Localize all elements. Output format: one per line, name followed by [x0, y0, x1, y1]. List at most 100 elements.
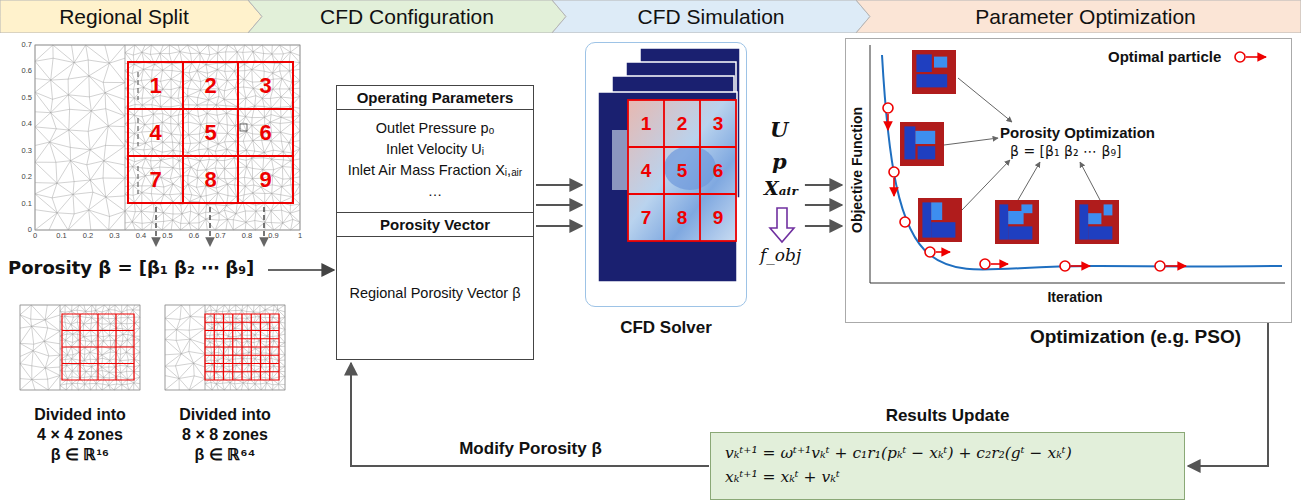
zone-number: 9 [259, 167, 271, 192]
zone-number: 2 [204, 73, 216, 98]
chevron-fill [0, 0, 262, 33]
zone-number: 7 [641, 207, 652, 229]
node-title: Operating Parameters [337, 86, 533, 110]
porosity-zone [904, 126, 915, 159]
stage-chevron: CFD Simulation [552, 0, 870, 33]
axis-tick: 0.5 [22, 94, 32, 103]
connector [351, 363, 709, 466]
zone-number: 6 [259, 120, 271, 145]
axis-tick: 0.4 [22, 120, 32, 129]
axis-tick: 0 [28, 226, 32, 235]
mesh-lines [60, 305, 140, 390]
axis-tick: 0.3 [22, 146, 32, 155]
porosity-zone [918, 146, 936, 159]
stage-chevron: CFD Configuration [248, 0, 566, 33]
zone-number: 7 [149, 167, 161, 192]
mesh-lines [165, 305, 205, 390]
node-title: CFD Configuration [264, 0, 550, 33]
axis-tick: 0.2 [22, 173, 32, 182]
node-text: vₖᵗ⁺¹ = ωᵗ⁺¹vₖᵗ + c₁r₁(pₖᵗ − xₖᵗ) + c₂r₂… [725, 441, 1170, 465]
axis-tick: 0.7 [22, 41, 32, 50]
node-text: xₖᵗ⁺¹ = xₖᵗ + vₖᵗ [725, 465, 1170, 489]
axis-tick: 0.9 [268, 232, 278, 241]
node-text: Regional Porosity Vector β [337, 237, 533, 359]
connector-line [536, 225, 582, 227]
porosity-zone [922, 202, 931, 237]
zone-number: 2 [677, 113, 688, 135]
porosity-zone [931, 222, 955, 237]
porosity-zone [1104, 204, 1113, 215]
axis-tick: 1 [298, 232, 302, 241]
zone-grid [128, 62, 293, 203]
porosity-map [918, 198, 962, 242]
zone-number: 4 [641, 160, 652, 182]
porosity-map [900, 122, 944, 166]
connector [805, 185, 842, 226]
porosity-zone [1088, 213, 1101, 224]
annotation: Divided into 4 × 4 zones β ∈ ℝ¹⁶ [32, 405, 128, 465]
node-text: Outlet Pressure pₒ [337, 118, 533, 139]
axis-tick: 0.6 [22, 67, 32, 76]
connector-line [805, 204, 842, 206]
stage-chevron: Parameter Optimization [856, 0, 1301, 33]
connector-line [805, 184, 842, 186]
annotation: p [772, 150, 787, 174]
connector-line [351, 363, 709, 466]
porosity-zone [1008, 211, 1023, 224]
node-title: Optimization (e.g. PSO) [1030, 326, 1241, 348]
update-box: Results Updatevₖᵗ⁺¹ = ωᵗ⁺¹vₖᵗ + c₁r₁(pₖᵗ… [710, 432, 1185, 500]
porosity-zone [1021, 204, 1032, 213]
porosity-zone [934, 57, 947, 68]
chevron-fill [552, 0, 870, 33]
zone-number: 5 [677, 160, 688, 182]
axis-tick: 0.6 [189, 232, 199, 241]
axis-tick: 0.8 [242, 232, 252, 241]
plot-panel: Optimization (e.g. PSO) [845, 38, 1292, 323]
derive-arrow [770, 208, 794, 242]
annotation: Optimal particle [1108, 48, 1221, 65]
mesh-lines [205, 305, 285, 390]
axis-tick: 0 [33, 232, 37, 241]
chevron-fill [248, 0, 566, 33]
config-table: Operating ParametersOutlet Pressure pₒ In… [336, 85, 534, 360]
porosity-zone [916, 54, 931, 72]
mesh-lines [20, 305, 60, 390]
mesh-lines [35, 45, 125, 230]
dashed-arrows [138, 72, 264, 246]
zone-lines [205, 314, 279, 380]
annotation: f_obj [760, 246, 801, 266]
node-title: CFD Simulation [568, 0, 854, 33]
porosity-zone [1079, 204, 1088, 239]
annotation: β = [β₁ β₂ ⋯ β₉] [1010, 143, 1121, 159]
porosity-arrow [268, 269, 334, 271]
stage-chevron: Regional Split [0, 0, 262, 33]
axis-tick: 0.3 [109, 232, 119, 241]
axis-tick: 0.1 [56, 232, 66, 241]
node-title: Regional Split [2, 0, 246, 33]
annotation: Porosity β = [β₁ β₂ ⋯ β₉] [8, 258, 254, 279]
node-title: Parameter Optimization [872, 0, 1299, 33]
zone-number: 8 [677, 207, 688, 229]
zone-grid-small [62, 314, 279, 380]
porosity-zone [931, 202, 942, 220]
porosity-zone [916, 74, 947, 87]
annotation: Xₐᵢᵣ [764, 178, 799, 200]
zone-number: 5 [204, 120, 216, 145]
annotation: Iteration [1047, 289, 1102, 305]
zone-number: 6 [713, 160, 724, 182]
porosity-map [912, 50, 956, 94]
porosity-zone [1088, 226, 1112, 239]
annotation: Porosity Optimization [1000, 124, 1155, 141]
annotation: U [770, 118, 788, 142]
axis-tick: 0.2 [83, 232, 93, 241]
node-text: … [337, 181, 533, 202]
porosity-zone [1008, 226, 1032, 239]
connector [536, 185, 582, 226]
axis-tick: 0.5 [162, 232, 172, 241]
node-text: Inlet Air Mass Fraction Xᵢ,ₐᵢᵣ [337, 160, 533, 181]
annotation: Divided into 8 × 8 zones β ∈ ℝ⁶⁴ [177, 405, 273, 465]
zone-number: 4 [149, 120, 161, 145]
connector-line [536, 204, 582, 206]
connector-line [805, 225, 842, 227]
edge-label: Modify Porosity β [456, 439, 605, 459]
